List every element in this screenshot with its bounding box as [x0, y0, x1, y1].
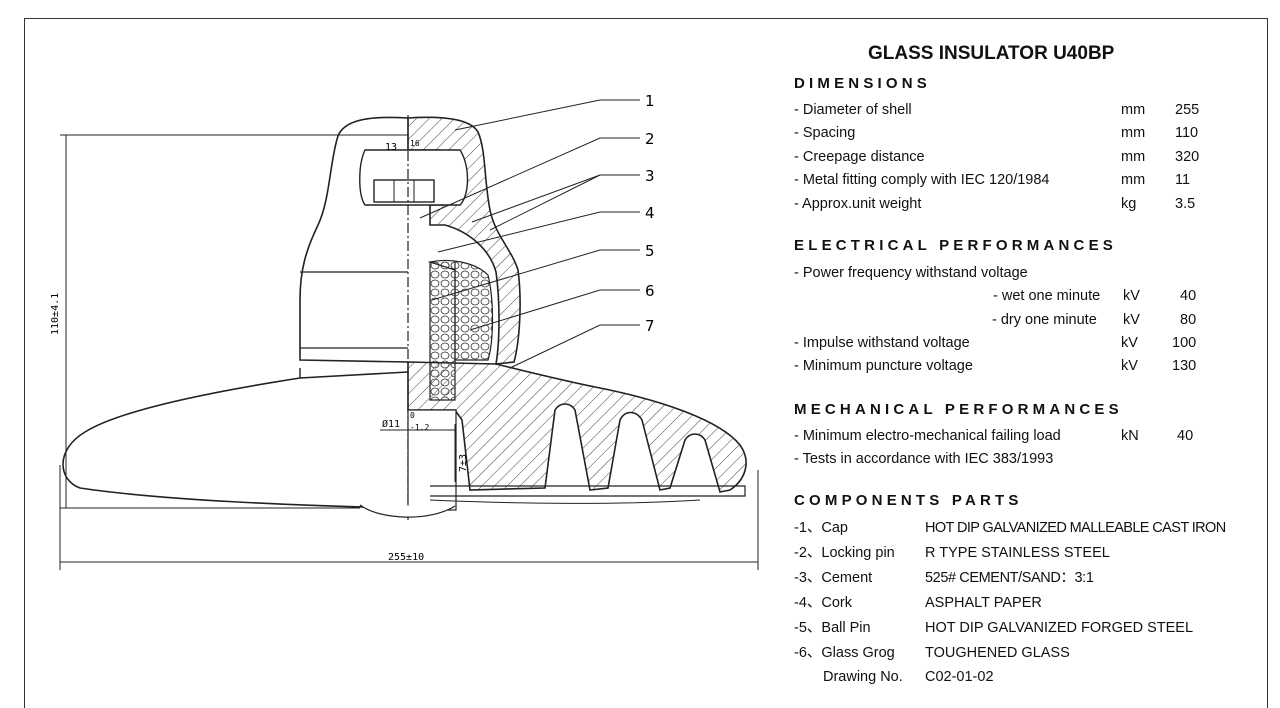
- dim-row-unit: mm: [1121, 172, 1146, 188]
- component-id: -2、Locking pin: [794, 545, 895, 561]
- mechanical-heading: MECHANICAL PERFORMANCES: [794, 401, 1123, 418]
- component-id: -1、Cap: [794, 520, 848, 536]
- failing-unit: kN: [1121, 428, 1139, 444]
- dim-row-unit: mm: [1121, 149, 1146, 165]
- impulse-row: - Impulse withstand voltage kV 100: [794, 333, 1196, 353]
- insulator-section-drawing: 110±4.1 255±10 Ø11 0 -1.2 7±3 13 16 1 2 …: [50, 92, 759, 570]
- puncture-value: 130: [1172, 358, 1197, 374]
- component-desc: TOUGHENED GLASS: [925, 645, 1070, 661]
- drawing-frame: [24, 18, 1268, 708]
- dim-row-value: 11: [1175, 172, 1191, 188]
- dim-row-unit: kg: [1121, 196, 1137, 212]
- wet-value: 40: [1180, 288, 1197, 304]
- wet-unit: kV: [1123, 288, 1140, 304]
- callout-5: 5: [645, 242, 655, 260]
- puncture-row: - Minimum puncture voltage kV 130: [794, 356, 1196, 376]
- dim-row: - Creepage distance mm 320: [794, 147, 1199, 167]
- dim-row-label: - Spacing: [794, 125, 856, 141]
- dim-pin: 7±3: [458, 454, 469, 472]
- component-desc: HOT DIP GALVANIZED FORGED STEEL: [925, 620, 1194, 636]
- dim-slot-a: 13: [385, 142, 397, 153]
- component-desc: HOT DIP GALVANIZED MALLEABLE CAST IRON: [925, 520, 1226, 536]
- dim-slot-b: 16: [410, 139, 420, 148]
- failing-value: 40: [1177, 428, 1194, 444]
- puncture-label: - Minimum puncture voltage: [794, 358, 973, 374]
- page-title: GLASS INSULATOR U40BP: [868, 43, 1115, 64]
- drawing-no-label: Drawing No.: [823, 669, 903, 685]
- spec-panel: GLASS INSULATOR U40BP DIMENSIONS - Diame…: [792, 0, 1272, 695]
- dim-height: 110±4.1: [50, 293, 61, 335]
- dim-row-label: - Diameter of shell: [794, 102, 912, 118]
- callout-4: 4: [645, 204, 655, 222]
- callout-6: 6: [645, 282, 655, 300]
- electrical-heading: ELECTRICAL PERFORMANCES: [794, 237, 1117, 254]
- component-id: -3、Cement: [794, 570, 873, 586]
- dim-row: - Spacing mm 110: [794, 123, 1198, 143]
- component-desc: ASPHALT PAPER: [925, 595, 1042, 611]
- dry-unit: kV: [1123, 312, 1140, 328]
- component-desc: R TYPE STAINLESS STEEL: [925, 545, 1110, 561]
- dim-row-value: 320: [1175, 149, 1200, 165]
- dry-value: 80: [1180, 312, 1197, 328]
- component-id: -4、Cork: [794, 595, 853, 611]
- dim-row: - Metal fitting comply with IEC 120/1984…: [794, 170, 1190, 190]
- dim-row-value: 3.5: [1175, 196, 1196, 212]
- dim-row-unit: mm: [1121, 102, 1146, 118]
- component-id: -5、Ball Pin: [794, 620, 871, 636]
- component-desc: 525# CEMENT/SAND：3:1: [925, 570, 1094, 586]
- components-heading: COMPONENTS PARTS: [794, 492, 1023, 509]
- dim-row: - Diameter of shell mm 255: [794, 100, 1199, 120]
- glass-section: [407, 361, 747, 493]
- impulse-unit: kV: [1121, 335, 1138, 351]
- dim-row-unit: mm: [1121, 125, 1146, 141]
- drawing-no: C02-01-02: [925, 669, 994, 685]
- dim-hole: Ø11: [382, 418, 400, 430]
- component-id: -6、Glass Grog: [794, 645, 895, 661]
- tests-row: - Tests in accordance with IEC 383/1993: [794, 451, 1054, 467]
- glass-shell: [62, 371, 409, 509]
- wet-label: - wet one minute: [993, 288, 1101, 304]
- callout-3: 3: [645, 167, 655, 185]
- dim-width: 255±10: [388, 552, 424, 563]
- pf-label: - Power frequency withstand voltage: [794, 265, 1028, 281]
- dim-row: - Approx.unit weight kg 3.5: [794, 194, 1195, 214]
- callout-2: 2: [645, 130, 655, 148]
- callout-numbers: 1 2 3 4 5 6 7: [645, 92, 655, 335]
- dim-row-label: - Approx.unit weight: [794, 196, 922, 212]
- dimensions-heading: DIMENSIONS: [794, 75, 932, 92]
- callout-7: 7: [645, 317, 655, 335]
- failing-row: - Minimum electro-mechanical failing loa…: [794, 426, 1193, 446]
- dim-row-value: 255: [1175, 102, 1200, 118]
- callout-1: 1: [645, 92, 655, 110]
- impulse-value: 100: [1172, 335, 1197, 351]
- impulse-label: - Impulse withstand voltage: [794, 335, 970, 351]
- dim-row-label: - Metal fitting comply with IEC 120/1984: [794, 172, 1050, 188]
- dim-hole-tol-lower: -1.2: [410, 423, 429, 432]
- dry-label: - dry one minute: [992, 312, 1097, 328]
- failing-label: - Minimum electro-mechanical failing loa…: [794, 428, 1061, 444]
- dim-row-label: - Creepage distance: [794, 149, 925, 165]
- puncture-unit: kV: [1121, 358, 1138, 374]
- callout-leaders: [419, 99, 640, 369]
- dimension-lines: [59, 134, 759, 570]
- dim-row-value: 110: [1175, 125, 1199, 141]
- dim-hole-tol-upper: 0: [410, 411, 415, 420]
